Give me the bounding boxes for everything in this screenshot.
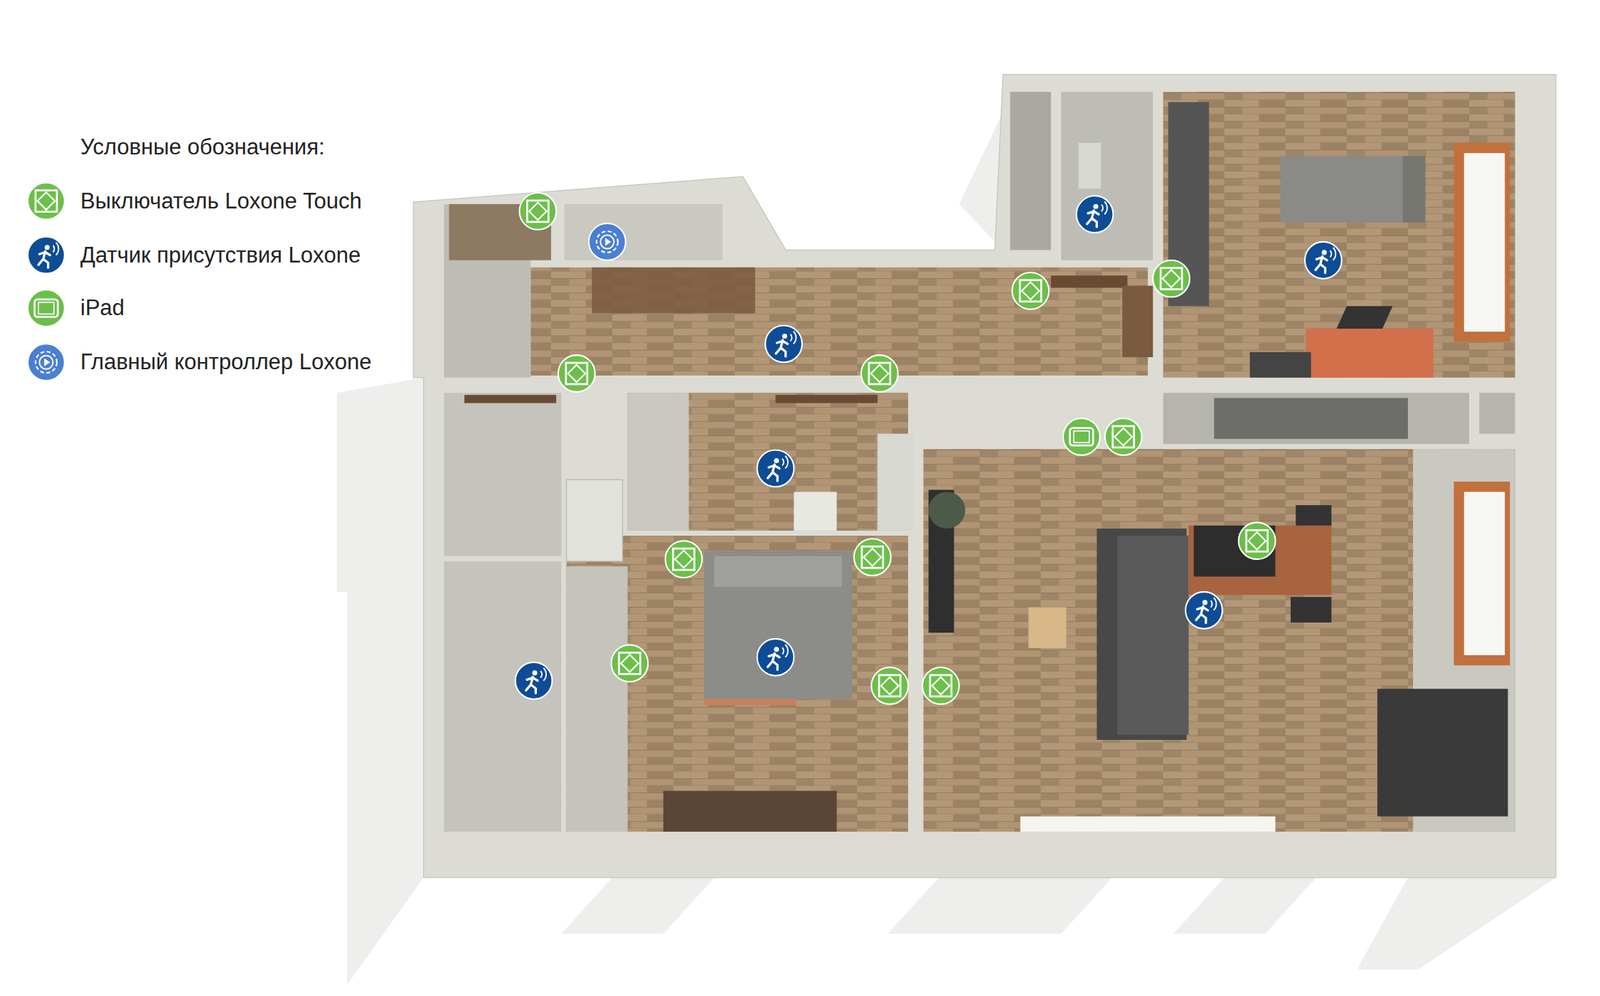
legend-icons: [27, 182, 65, 381]
room-floors: [443, 91, 1515, 832]
ipad-icon: [1063, 418, 1101, 456]
building-outline: [413, 74, 1556, 878]
legend-text: Выключатель Loxone Touch: [80, 187, 362, 215]
furniture: [704, 101, 1508, 832]
legend-text: Датчик присутствия Loxone: [80, 241, 361, 269]
touch-switch: [519, 192, 1276, 704]
legend-text: Главный контроллер Loxone: [80, 348, 372, 375]
doors: [464, 267, 1153, 832]
legend-text: iPad: [80, 294, 125, 321]
legend-heading: Условные обозначения:: [80, 133, 325, 160]
windows: [1453, 142, 1510, 665]
controller-icon: [588, 223, 626, 261]
presence-sensor: [515, 195, 1342, 699]
